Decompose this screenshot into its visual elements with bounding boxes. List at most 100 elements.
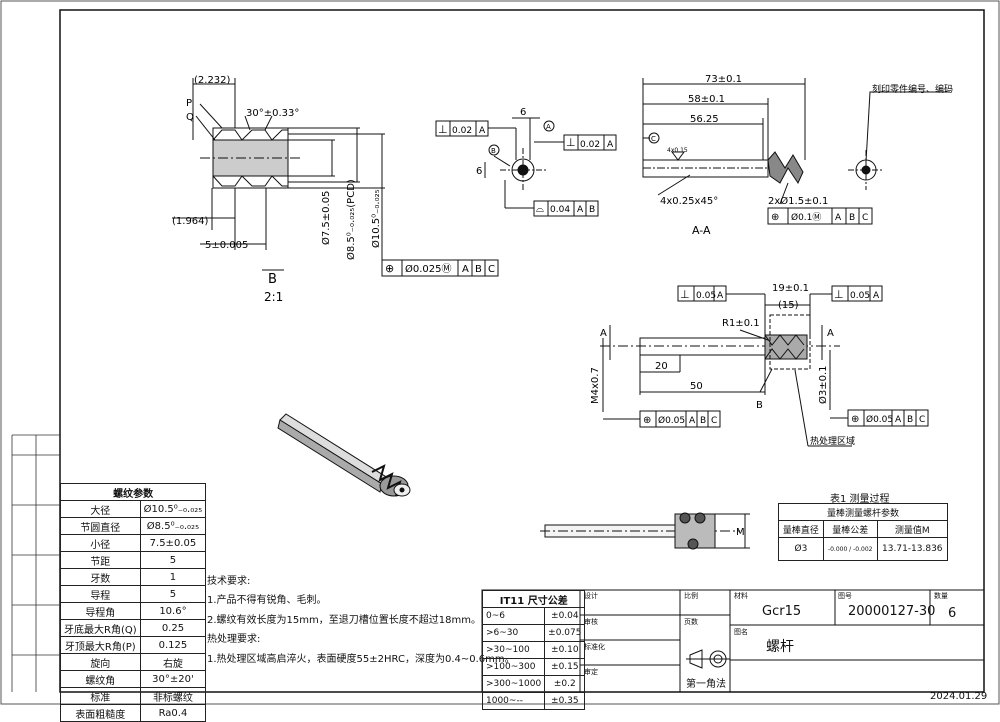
- perp-tol: 0.02: [452, 126, 472, 136]
- tb-qty: 6: [948, 606, 957, 621]
- label-p: P: [186, 98, 192, 109]
- tb-design-label: 设计: [584, 592, 598, 600]
- detail-label-b: B: [756, 400, 763, 411]
- dim-58: 58±0.1: [688, 94, 725, 105]
- table-row: >100~300±0.15: [481, 658, 586, 676]
- table-row: >30~100±0.10: [481, 641, 586, 659]
- thread-params-title: 螺纹参数: [59, 483, 207, 501]
- drawing-date: 2024.01.29: [930, 691, 988, 702]
- heat-req-title: 热处理要求:: [207, 634, 261, 645]
- profile-b: B: [589, 205, 595, 215]
- fcf-section-b: [381, 259, 499, 277]
- fcf2-b: B: [907, 415, 913, 425]
- fcf-b-c: C: [488, 264, 495, 275]
- fcf-aa-tol: Ø0.1Ⓜ: [791, 212, 821, 223]
- tech-req-item-1: 1.产品不得有锐角、毛刺。: [207, 595, 327, 606]
- main-perp-symbol: ⊥: [680, 288, 690, 301]
- tech-req-title: 技术要求:: [207, 576, 251, 587]
- tolerance-table: IT11 尺寸公差 0~6±0.04 >6~30±0.075 >30~100±0…: [481, 590, 586, 710]
- perp2-tol: 0.02: [580, 140, 600, 150]
- perp-symbol: ⊥: [438, 123, 448, 136]
- tb-standard-label: 标准化: [584, 643, 605, 651]
- drawing-canvas: (2.232) P Q 30°±0.33° (1.964) 5±0.005 Ø7…: [0, 0, 1000, 705]
- table-row: 标准非标螺纹: [60, 687, 207, 705]
- fcf2-a: A: [895, 415, 902, 425]
- main-perp-ref: A: [717, 291, 724, 301]
- section-b-view: [172, 78, 385, 271]
- measure-table: 量棒测量螺杆参数 量棒直径 量棒公差 测量值M Ø3 -0.000 / -0.0…: [778, 503, 949, 561]
- dim-chamfer: 4x0.25x45°: [660, 196, 718, 207]
- section-aa-view: [642, 78, 950, 225]
- dim-73: 73±0.1: [705, 74, 742, 85]
- fcf1-b: B: [700, 416, 706, 426]
- tb-material-label: 材料: [734, 592, 748, 600]
- header-rod-tol: 量棒公差: [822, 520, 878, 538]
- cut-label-a-left: A: [600, 328, 607, 339]
- fcf2-c: C: [919, 415, 925, 425]
- dim-19: 19±0.1: [772, 283, 809, 294]
- table-row: Ø3 -0.000 / -0.002 13.71-13.836: [778, 537, 949, 561]
- dim-5: 5±0.005: [205, 240, 248, 251]
- tb-projection: 第一角法: [686, 679, 726, 690]
- measure-caption: 表1 测量过程: [830, 494, 890, 505]
- dim-r1: R1±0.1: [722, 318, 760, 329]
- position-symbol: ⊕: [385, 262, 394, 275]
- main-perp2-symbol: ⊥: [834, 288, 844, 301]
- dim-1964: (1.964): [172, 216, 209, 227]
- tb-scale-label: 比例: [684, 592, 698, 600]
- tech-req-item-2: 2.螺纹有效长度为15mm，至退刀槽位置长度不超过18mm。: [207, 615, 481, 626]
- heat-zone-label: 热处理区域: [810, 435, 855, 447]
- dim-6-side: 6: [476, 166, 482, 177]
- measure-side-view: [540, 512, 750, 550]
- table-row: >6~30±0.075: [481, 624, 586, 642]
- tb-part-name: 螺杆: [766, 639, 794, 655]
- left-binding-strip: [11, 434, 60, 692]
- fcf-aa-a: A: [835, 213, 842, 223]
- section-aa-title: A-A: [692, 224, 711, 237]
- chamfer-small: 4x0.15: [667, 147, 688, 154]
- main-perp2-ref: A: [873, 291, 880, 301]
- tb-drawing-no-label: 图号: [838, 592, 852, 600]
- tolerance-title: IT11 尺寸公差: [481, 590, 586, 608]
- main-view: [600, 285, 929, 447]
- dim-thread-m4: M4x0.7: [590, 367, 601, 404]
- datum-c: C: [651, 135, 656, 143]
- fcf1-c: C: [711, 416, 717, 426]
- dim-dia-8-5: Ø8.5⁰₋₀.₀₂₅(PCD): [345, 179, 357, 260]
- profile-symbol: ⌓: [536, 204, 544, 215]
- fcf-b-tol: Ø0.025Ⓜ: [405, 263, 452, 275]
- tb-material: Gcr15: [762, 604, 802, 619]
- dim-holes: 2xØ1.5±0.1: [768, 195, 828, 207]
- section-b-scale: 2:1: [264, 290, 283, 304]
- fcf-b-a: A: [462, 264, 469, 275]
- datum-b-circle: B: [491, 147, 496, 155]
- datum-a-circle: A: [546, 123, 551, 131]
- perp-ref: A: [479, 126, 486, 136]
- main-perp2-tol: 0.05: [850, 291, 870, 301]
- dim-thread-angle: 30°±0.33°: [246, 108, 299, 119]
- dim-dia-10-5: Ø10.5⁰₋₀.₀₂₅: [370, 189, 382, 248]
- fcf1-a: A: [689, 416, 696, 426]
- dim-5625: 56.25: [690, 114, 719, 125]
- perp2-symbol: ⊥: [566, 136, 576, 149]
- table-row: 牙底最大R角(Q)0.25: [60, 619, 207, 637]
- isometric-view: [277, 413, 411, 497]
- table-row: 旋向右旋: [60, 653, 207, 671]
- fcf2-tol: Ø0.05: [866, 414, 893, 425]
- dim-20: 20: [655, 361, 668, 372]
- fcf-aa-symbol: ⊕: [771, 212, 779, 223]
- tb-qty-label: 数量: [934, 592, 948, 600]
- main-perp-tol: 0.05: [696, 291, 716, 301]
- table-row: >300~1000±0.2: [481, 675, 586, 693]
- section-b-title: B: [268, 272, 277, 287]
- dim-6-top: 6: [520, 107, 526, 118]
- header-measure-m: 测量值M: [876, 520, 949, 538]
- fcf-aa-c: C: [862, 213, 868, 223]
